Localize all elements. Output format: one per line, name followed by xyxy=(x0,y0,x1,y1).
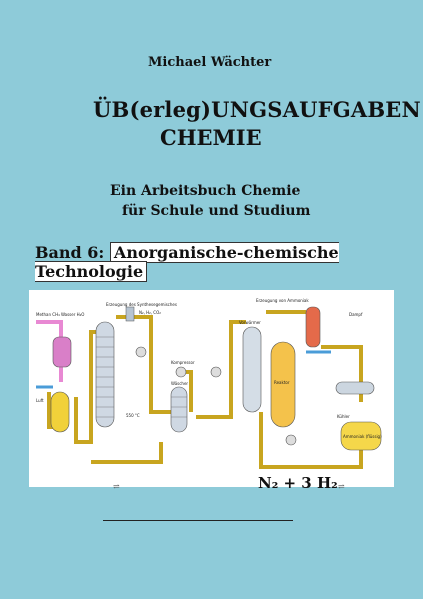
pipe xyxy=(116,315,171,414)
volume-title: Band 6: Anorganische-chemische Technolog… xyxy=(35,242,423,282)
label-ammoniak: Erzeugung von Ammoniak xyxy=(256,298,309,303)
label-synthesegas: Erzeugung des Synthesegemisches xyxy=(106,302,177,307)
ammonia-cooler xyxy=(335,381,375,395)
author-name: Michael Wächter xyxy=(148,55,272,70)
process-diagram: Methan CH₄ Wasser H₂O Luft Erzeugung des… xyxy=(36,298,382,469)
title-line-1: ÜB(erleg)UNGSAUFGABEN xyxy=(93,97,421,122)
label-ammoniak-tank: Ammoniak (flüssig) xyxy=(343,434,382,439)
volume-subject: Anorganische-chemische Technologie xyxy=(35,242,339,282)
pipe xyxy=(91,442,163,464)
reaction-formula: N₂ + 3 H₂ xyxy=(258,474,338,492)
heat-exchanger xyxy=(305,306,321,348)
signature-line xyxy=(103,520,293,521)
compressor-icon xyxy=(285,434,297,446)
label-kuehler: Kühler xyxy=(337,414,350,419)
label-dampf: Dampf xyxy=(349,312,363,317)
preheater-vessel xyxy=(242,326,262,413)
ammonia-tank xyxy=(340,421,382,451)
reformer-vessel xyxy=(52,336,72,368)
volume-number: Band 6: xyxy=(35,243,105,262)
reactor-vessel xyxy=(270,341,296,428)
pipe xyxy=(196,320,246,419)
compressor-icon xyxy=(135,346,147,358)
label-waescher: Wäscher xyxy=(171,381,188,386)
equilibrium-arrow-right: ⇌ xyxy=(338,482,345,491)
compressor-icon xyxy=(210,366,222,378)
label-kompressor: Kompressor xyxy=(171,360,195,365)
separation-column xyxy=(95,321,115,428)
label-nh: N₂, H₂, CO₂ xyxy=(139,310,161,315)
label-vorwaermer: Vorwärmer xyxy=(239,320,261,325)
label-temp: 550 °C xyxy=(126,413,140,418)
equilibrium-arrow-left: ⇌ xyxy=(113,482,120,491)
cooler xyxy=(125,306,135,322)
washer-vessel xyxy=(170,386,188,433)
subtitle-line-1: Ein Arbeitsbuch Chemie xyxy=(110,183,301,199)
label-reaktor: Reaktor xyxy=(274,380,290,385)
title-line-2: CHEMIE xyxy=(160,125,262,150)
label-luft: Luft xyxy=(36,398,44,403)
pipe xyxy=(36,320,63,337)
label-methan: Methan CH₄ Wasser H₂O xyxy=(36,312,84,317)
compressor-icon xyxy=(175,366,187,378)
converter-vessel xyxy=(50,391,70,433)
subtitle-line-2: für Schule und Studium xyxy=(122,203,311,219)
